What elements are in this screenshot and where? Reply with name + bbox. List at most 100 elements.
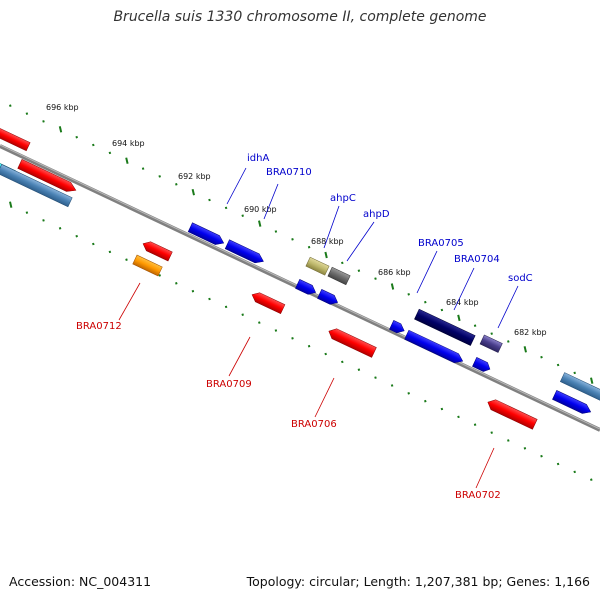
gene-feature[interactable] bbox=[326, 326, 377, 358]
minor-tick bbox=[573, 371, 576, 375]
gene-feature[interactable] bbox=[0, 127, 31, 152]
tick-label: 682 kbp bbox=[514, 328, 547, 337]
minor-tick bbox=[241, 214, 244, 217]
gene-label[interactable]: sodC bbox=[508, 273, 533, 284]
minor-tick bbox=[274, 230, 278, 233]
gene-label[interactable]: BRA0705 bbox=[418, 238, 464, 249]
map-title: Brucella suis 1330 chromosome II, comple… bbox=[113, 9, 487, 25]
minor-tick bbox=[158, 274, 161, 277]
gene-feature[interactable] bbox=[389, 320, 406, 335]
minor-tick bbox=[307, 245, 311, 249]
gene-feature[interactable] bbox=[17, 159, 78, 195]
minor-tick bbox=[274, 329, 278, 332]
minor-tick bbox=[92, 143, 95, 147]
minor-tick bbox=[473, 324, 477, 327]
minor-tick bbox=[241, 313, 244, 316]
leader-line bbox=[453, 267, 475, 311]
gene-label[interactable]: BRA0712 bbox=[76, 321, 122, 332]
gene-feature[interactable] bbox=[559, 372, 600, 404]
gene-feature[interactable] bbox=[132, 254, 163, 277]
minor-tick bbox=[490, 431, 493, 434]
minor-tick bbox=[374, 376, 377, 379]
leader-line bbox=[226, 167, 247, 205]
minor-tick bbox=[92, 242, 95, 246]
gene-feature[interactable] bbox=[141, 239, 173, 262]
minor-tick bbox=[341, 360, 344, 364]
tick-label: 686 kbp bbox=[378, 268, 411, 277]
gene-feature[interactable] bbox=[479, 334, 503, 353]
gene-feature[interactable] bbox=[552, 390, 592, 416]
minor-tick bbox=[208, 198, 211, 202]
genome-summary-text: Topology: circular; Length: 1,207,381 bp… bbox=[246, 574, 590, 589]
gene-feature[interactable] bbox=[224, 239, 265, 266]
gene-label[interactable]: idhA bbox=[247, 153, 269, 164]
gene-label[interactable]: BRA0710 bbox=[266, 167, 312, 178]
leader-line bbox=[263, 183, 279, 220]
major-tick bbox=[58, 126, 63, 133]
minor-tick bbox=[42, 120, 45, 123]
minor-tick bbox=[407, 392, 410, 395]
inner-tick-track bbox=[9, 201, 593, 481]
minor-tick bbox=[208, 297, 211, 301]
major-tick bbox=[324, 251, 328, 259]
tick-labels: 696 kbp 694 kbp 692 kbp 690 kbp 688 kbp … bbox=[46, 103, 547, 337]
gene-feature[interactable] bbox=[404, 329, 465, 366]
minor-tick bbox=[440, 407, 444, 411]
minor-tick bbox=[175, 183, 178, 186]
gene-label[interactable]: ahpD bbox=[363, 209, 390, 220]
minor-tick bbox=[424, 399, 427, 403]
gene-feature[interactable] bbox=[187, 222, 226, 248]
minor-tick bbox=[573, 470, 576, 474]
leader-line bbox=[475, 447, 495, 489]
gene-feature[interactable] bbox=[472, 357, 492, 373]
minor-tick bbox=[25, 211, 29, 214]
gene-feature[interactable] bbox=[250, 290, 286, 315]
minor-tick bbox=[374, 277, 377, 280]
minor-tick bbox=[357, 269, 361, 272]
gene-label[interactable]: BRA0706 bbox=[291, 419, 337, 430]
minor-tick bbox=[473, 423, 477, 426]
leader-line bbox=[314, 377, 335, 418]
minor-tick bbox=[108, 151, 112, 155]
minor-tick bbox=[440, 308, 444, 312]
major-tick bbox=[191, 188, 195, 196]
minor-tick bbox=[125, 258, 128, 261]
minor-tick bbox=[158, 175, 161, 178]
gene-feature[interactable] bbox=[305, 256, 330, 276]
minor-tick bbox=[42, 219, 45, 222]
major-tick bbox=[125, 157, 129, 164]
gene-feature[interactable] bbox=[414, 308, 476, 346]
minor-tick bbox=[457, 415, 460, 419]
gene-label[interactable]: BRA0704 bbox=[454, 254, 500, 265]
gene-label[interactable]: BRA0702 bbox=[455, 490, 501, 501]
tick-label: 692 kbp bbox=[178, 172, 211, 181]
label-leaders bbox=[118, 167, 519, 489]
minor-tick bbox=[291, 238, 294, 241]
minor-tick bbox=[307, 344, 311, 348]
minor-tick bbox=[407, 293, 410, 296]
leader-line bbox=[228, 336, 251, 377]
minor-tick bbox=[224, 305, 228, 309]
gene-feature[interactable] bbox=[327, 266, 351, 286]
gene-feature[interactable] bbox=[485, 397, 538, 430]
gene-feature[interactable] bbox=[295, 279, 317, 297]
minor-tick bbox=[540, 355, 543, 359]
gene-label[interactable]: BRA0709 bbox=[206, 379, 252, 390]
major-tick bbox=[9, 201, 13, 208]
gene-label[interactable]: ahpC bbox=[330, 193, 356, 204]
minor-tick bbox=[507, 340, 510, 343]
major-tick bbox=[258, 220, 262, 227]
major-tick bbox=[590, 377, 594, 384]
minor-tick bbox=[224, 206, 228, 210]
minor-tick bbox=[556, 363, 560, 367]
genes bbox=[0, 127, 600, 430]
gene-feature[interactable] bbox=[0, 164, 73, 208]
minor-tick bbox=[108, 250, 112, 254]
leader-line bbox=[323, 205, 340, 249]
leader-line bbox=[416, 250, 438, 294]
leader-line bbox=[118, 282, 141, 321]
forward-gene-labels: idhA BRA0710 ahpC ahpD BRA0705 BRA0704 s… bbox=[247, 153, 533, 284]
minor-tick bbox=[390, 384, 394, 387]
gene-feature[interactable] bbox=[317, 289, 339, 307]
